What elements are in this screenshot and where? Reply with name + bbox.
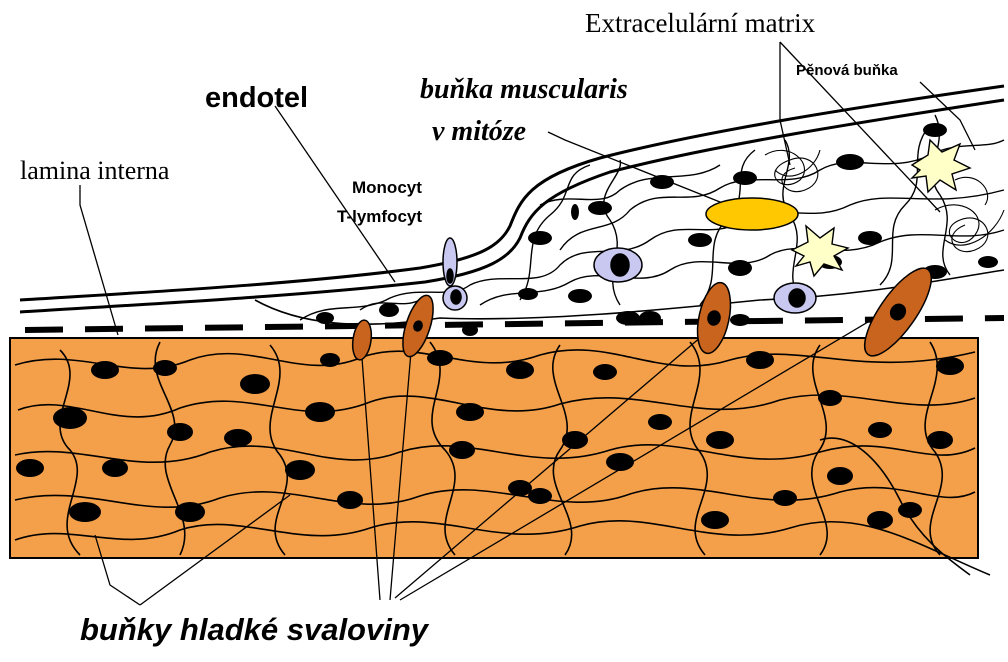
- monocyte-label: Monocyt: [352, 178, 422, 198]
- nucleus: [571, 204, 579, 220]
- t-lymphocyte-cell: [443, 238, 457, 286]
- nucleus: [224, 429, 252, 447]
- muscularis-cell-label-line1: buňka muscularis: [420, 74, 628, 106]
- nucleus: [773, 490, 797, 506]
- nucleus: [978, 256, 998, 268]
- nucleus: [240, 374, 270, 394]
- nucleus: [69, 502, 101, 522]
- nucleus: [936, 357, 964, 375]
- endothelium-label: endotel: [205, 82, 308, 115]
- nucleus: [320, 353, 340, 367]
- nucleus: [639, 311, 661, 325]
- nucleus: [867, 511, 893, 529]
- foam-cell-1: [912, 140, 970, 192]
- foam-cell-2: [792, 226, 848, 276]
- nucleus: [746, 351, 774, 369]
- nucleus: [508, 480, 532, 496]
- nucleus: [528, 488, 552, 504]
- nucleus: [733, 171, 757, 185]
- nucleus: [427, 350, 453, 366]
- mitotic-cell: [706, 198, 798, 230]
- nucleus: [305, 402, 335, 422]
- nucleus: [506, 361, 534, 379]
- nucleus: [606, 453, 634, 471]
- nucleus: [728, 260, 752, 276]
- nucleus: [923, 123, 947, 137]
- lamina-interna-label: lamina interna: [20, 156, 169, 186]
- nucleus: [868, 422, 892, 438]
- nucleus: [337, 491, 363, 509]
- muscularis-cell-label-line2: v mitóze: [432, 116, 526, 148]
- extracellular-matrix-label: Extracelulární matrix: [585, 8, 815, 39]
- nucleus: [568, 289, 592, 303]
- nucleus: [16, 459, 44, 477]
- nucleus: [53, 407, 87, 429]
- nucleus: [456, 403, 484, 421]
- smooth-muscle-cells-label: buňky hladké svaloviny: [80, 612, 428, 648]
- nucleus: [562, 431, 588, 449]
- nucleus: [927, 431, 953, 449]
- nucleus: [836, 154, 864, 170]
- macrophage-cell-2: [774, 283, 816, 313]
- nucleus: [285, 460, 315, 480]
- nucleus: [588, 201, 612, 215]
- nucleus: [706, 431, 734, 449]
- nucleus: [316, 312, 334, 324]
- mitosis-leader: [548, 132, 740, 210]
- foam-cell-label: Pěnová buňka: [796, 62, 898, 79]
- nucleus: [701, 511, 729, 529]
- nucleus: [616, 311, 640, 325]
- nucleus: [528, 231, 552, 245]
- t-lymphocyte-label: T-lymfocyt: [337, 207, 422, 227]
- nucleus: [153, 360, 177, 376]
- nucleus: [648, 414, 672, 430]
- nucleus: [730, 314, 750, 326]
- nucleus: [650, 175, 674, 189]
- nucleus: [688, 233, 712, 247]
- nucleus: [167, 423, 193, 441]
- nucleus: [379, 303, 399, 317]
- nucleus: [898, 502, 922, 518]
- macrophage-cell-1: [594, 248, 642, 282]
- nucleus: [518, 288, 538, 300]
- nucleus: [858, 231, 882, 245]
- nucleus: [91, 361, 119, 379]
- lamina-interna-leader: [80, 185, 118, 335]
- nucleus: [593, 364, 617, 380]
- immune-cells: [443, 238, 816, 313]
- nucleus: [102, 459, 128, 477]
- nucleus: [462, 324, 478, 336]
- monocyte-cell: [443, 286, 467, 310]
- nucleus: [827, 467, 853, 485]
- nucleus: [818, 390, 842, 406]
- nucleus: [175, 502, 205, 522]
- nucleus: [449, 441, 475, 459]
